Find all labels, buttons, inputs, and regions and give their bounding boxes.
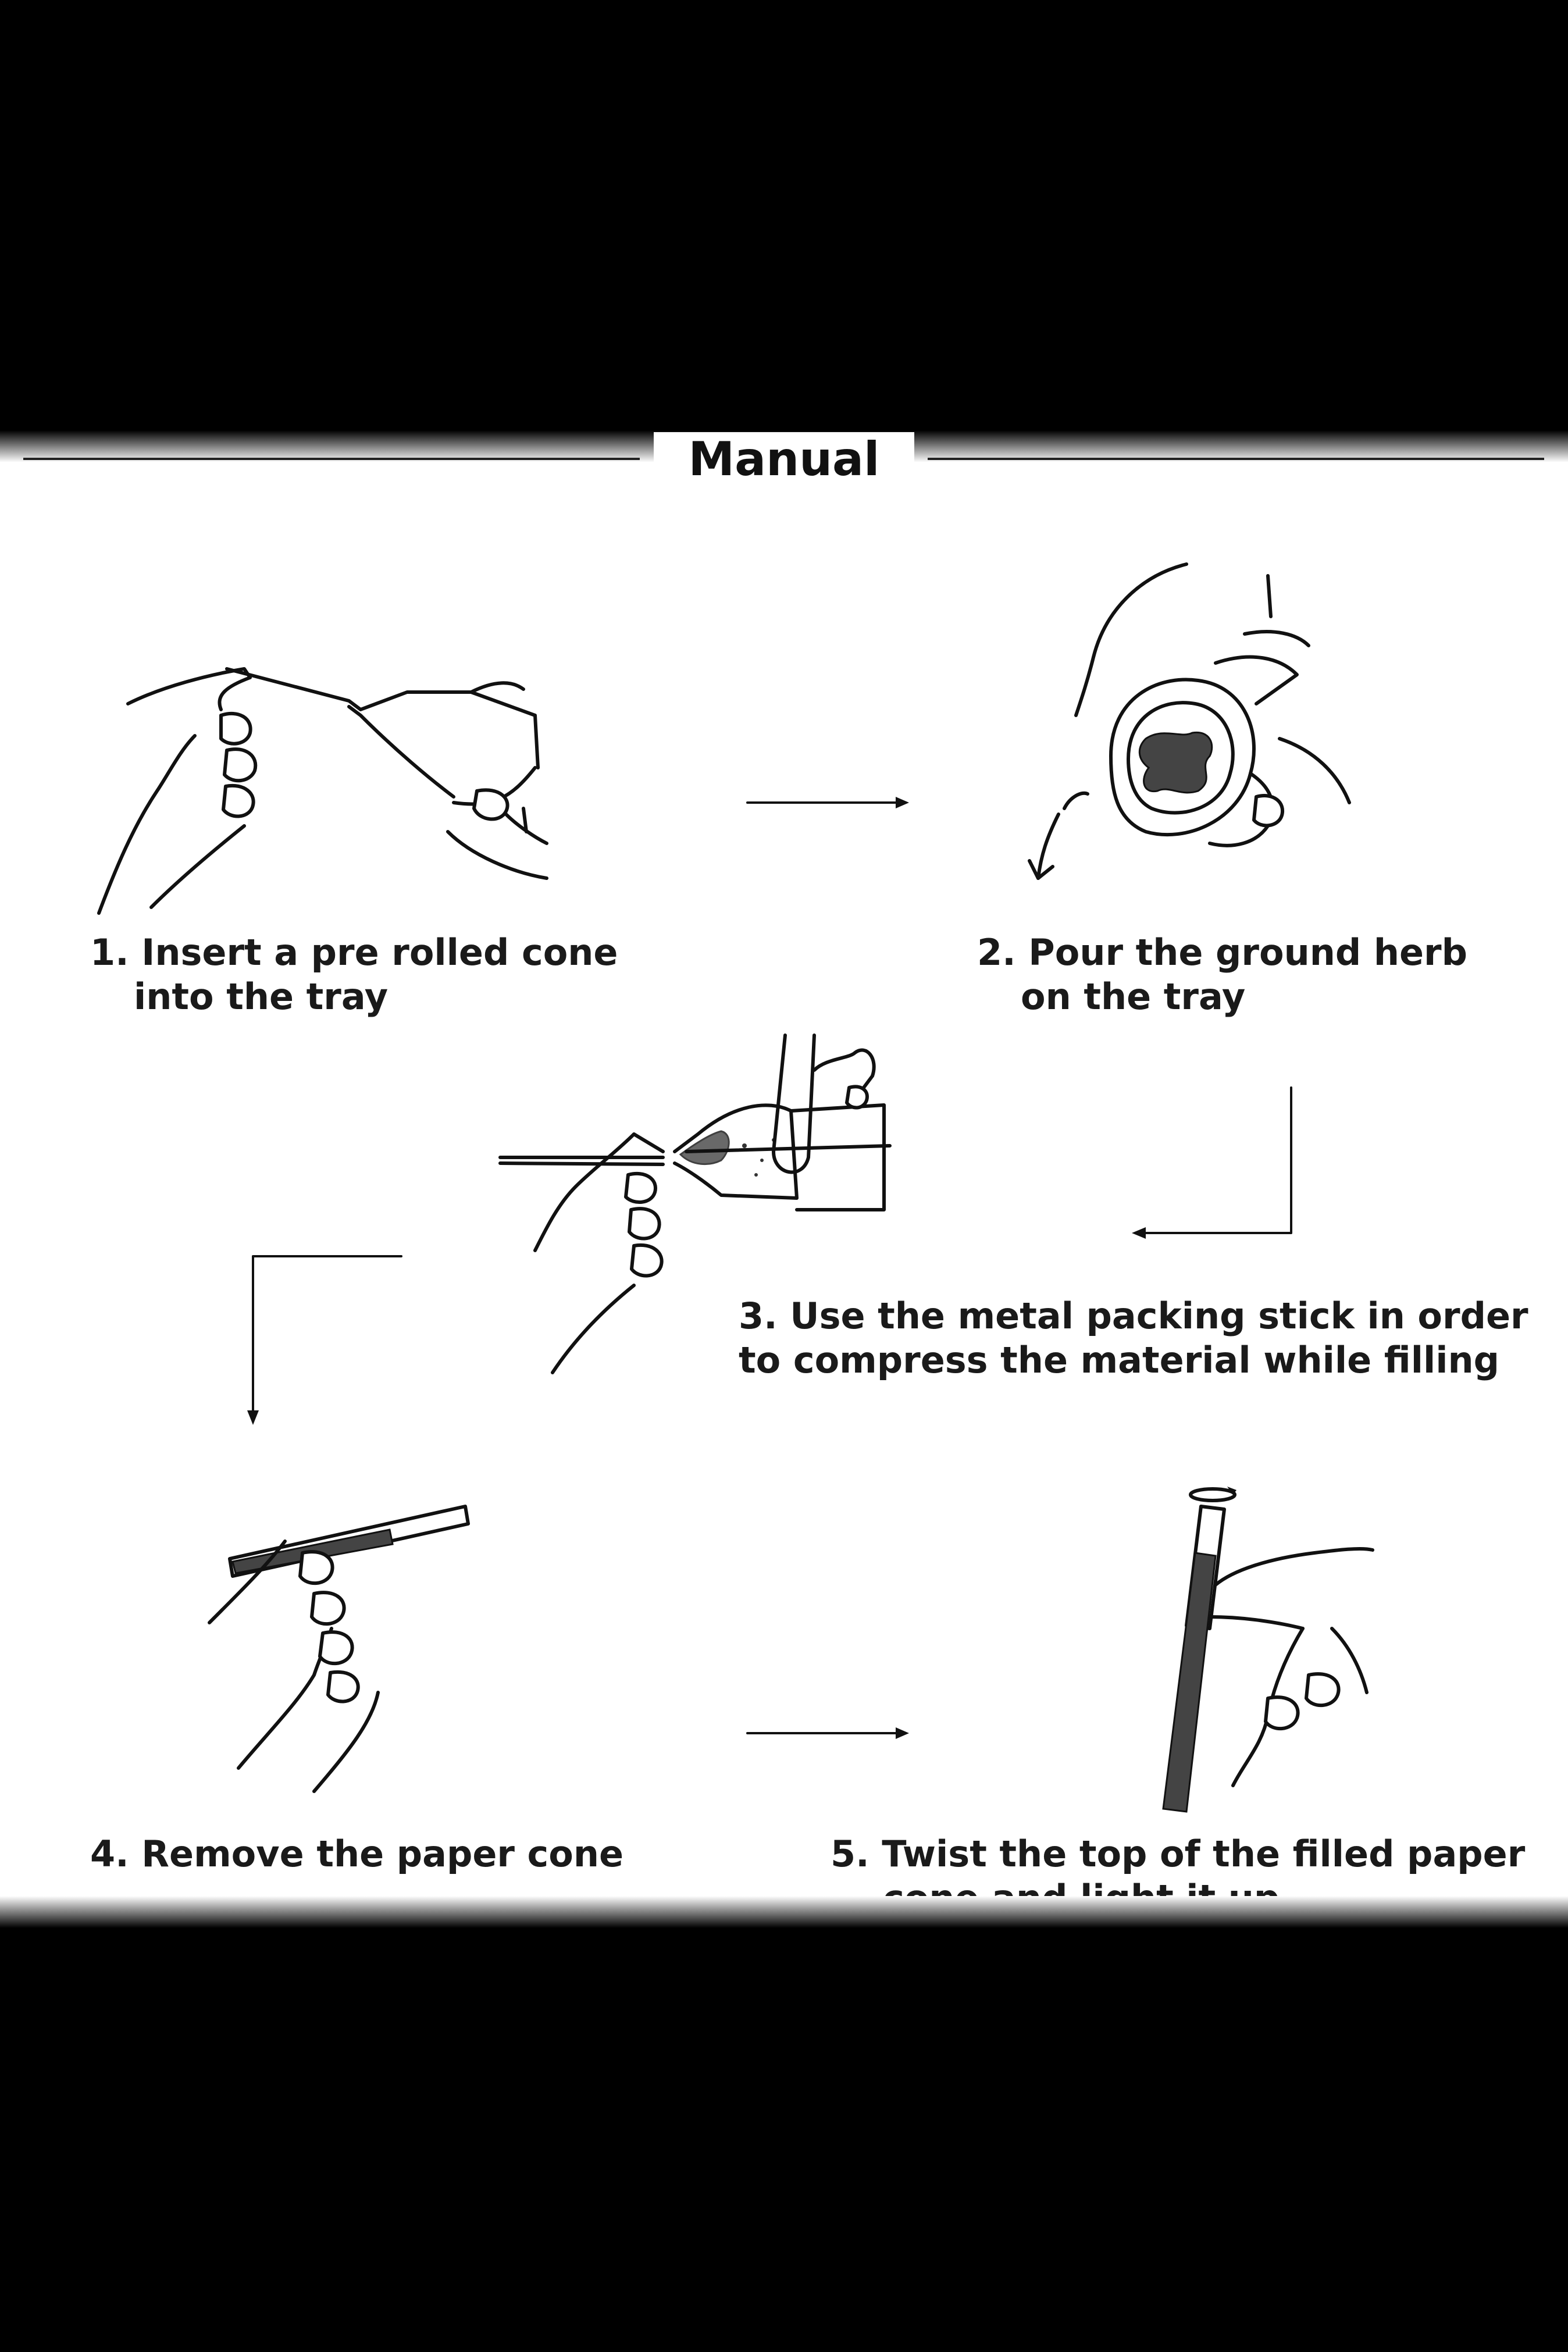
hand-packing-stick-icon (500, 1035, 942, 1402)
hand-twisting-cone-icon (1093, 1487, 1384, 1815)
hand-pouring-grinder-icon (1024, 564, 1373, 925)
bottom-fade (0, 1896, 1568, 1928)
arrow-right-2-icon (746, 1727, 909, 1739)
step-3-text: 3. Use the metal packing stick in order … (739, 1295, 1528, 1381)
step-1-text: 1. Insert a pre rolled cone into the tra… (90, 931, 618, 1018)
hand-inserting-cone-icon (93, 634, 605, 890)
hand-holding-cone-icon (198, 1501, 489, 1791)
arrow-elbow-down-icon (247, 1255, 402, 1425)
manual-panel: Manual 1. Insert a pre (0, 430, 1568, 1928)
title-rule-left (23, 458, 640, 460)
step-2-text: 2. Pour the ground herb on the tray (977, 931, 1467, 1018)
arrow-elbow-left-icon (1132, 1086, 1292, 1239)
page-title: Manual (0, 430, 1568, 489)
step-4-text: 4. Remove the paper cone (90, 1833, 624, 1875)
title-rule-right (928, 458, 1544, 460)
arrow-right-1-icon (746, 797, 909, 808)
